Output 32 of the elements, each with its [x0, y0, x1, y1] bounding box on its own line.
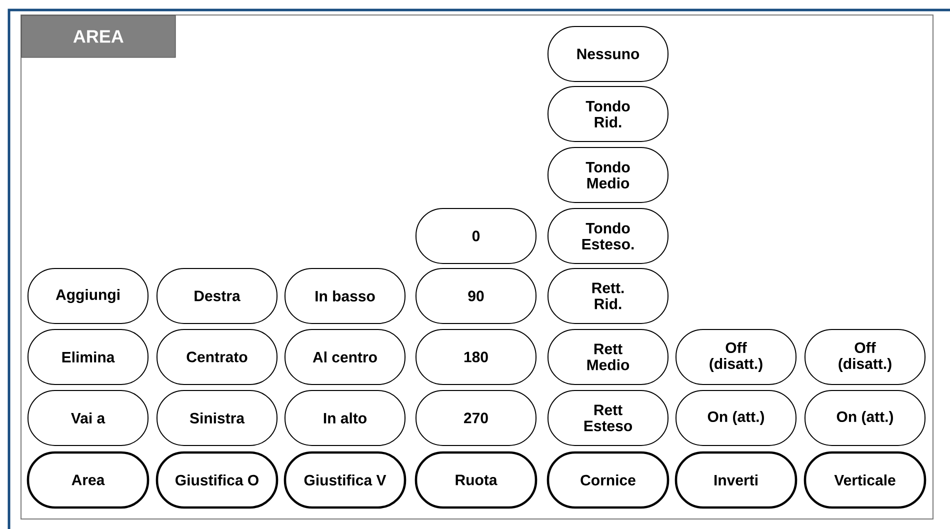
option-button: 270	[416, 390, 536, 446]
title-tab: AREA	[21, 15, 176, 58]
menu-key: Inverti	[674, 451, 798, 509]
option-button: Rett Esteso	[548, 390, 668, 446]
option-button: In alto	[284, 390, 406, 446]
option-button: On (att.)	[676, 390, 796, 446]
option-button: Aggiungi	[28, 268, 148, 324]
option-button: 90	[416, 268, 536, 324]
option-button: On (att.)	[804, 390, 926, 446]
option-button: Tondo Medio	[548, 147, 668, 203]
menu-key: Cornice	[546, 451, 670, 509]
option-button: In basso	[284, 268, 406, 324]
option-button: Off (disatt.)	[676, 328, 796, 385]
option-button: Al centro	[284, 328, 406, 385]
menu-key: Area	[26, 451, 150, 509]
option-button: 180	[416, 328, 536, 385]
menu-key: Ruota	[414, 451, 538, 509]
option-button: Tondo Esteso.	[548, 208, 668, 264]
option-button: Elimina	[28, 328, 148, 385]
option-button: 0	[416, 208, 536, 264]
option-button: Rett Medio	[548, 328, 668, 385]
menu-key: Verticale	[804, 451, 926, 509]
option-button: Vai a	[28, 390, 148, 446]
option-button: Sinistra	[156, 390, 278, 446]
menu-key: Giustifica O	[156, 451, 278, 509]
option-button: Centrato	[156, 328, 278, 385]
option-button: Nessuno	[548, 26, 668, 82]
menu-key: Giustifica V	[284, 451, 406, 509]
option-button: Tondo Rid.	[548, 86, 668, 142]
option-button: Off (disatt.)	[804, 328, 926, 385]
option-button: Rett. Rid.	[548, 268, 668, 324]
option-button: Destra	[156, 268, 278, 324]
